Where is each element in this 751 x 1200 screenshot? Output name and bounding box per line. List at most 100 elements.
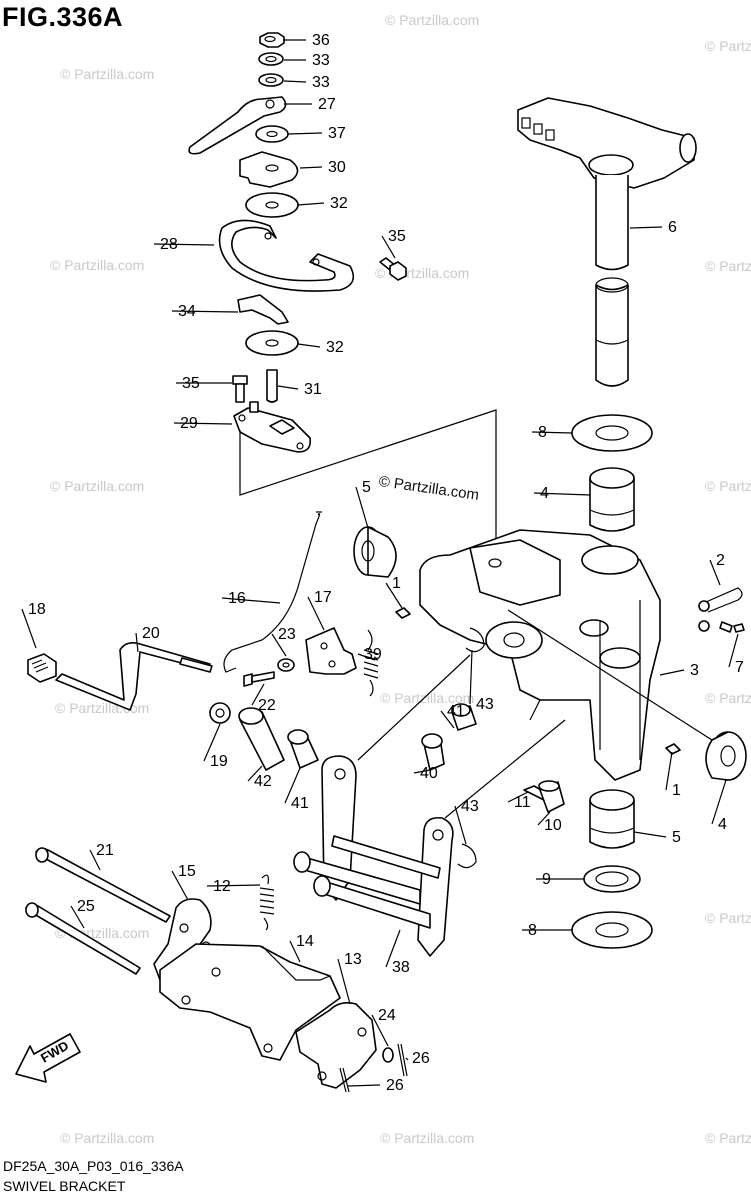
steering-bracket-6: [517, 97, 697, 387]
callout-leader: [299, 166, 323, 169]
knob-18: [27, 653, 57, 683]
callout-leader: [665, 751, 673, 791]
washer-32b: [245, 330, 299, 356]
washer-2b: [698, 620, 710, 632]
callout-29: 29: [180, 415, 198, 432]
washer-8b: [571, 911, 653, 949]
bushing-41b: [451, 703, 477, 731]
callout-22: 22: [258, 697, 276, 714]
bracket-17: [305, 627, 357, 675]
bushing-42: [238, 707, 285, 771]
pin-31: [266, 369, 278, 403]
callout-16: 16: [228, 590, 246, 607]
callout-leader: [70, 905, 85, 929]
callout-31: 31: [304, 381, 322, 398]
callout-leader: [203, 723, 221, 762]
bolt-35: [379, 257, 407, 281]
watermark: © Partzilla.com: [50, 257, 145, 273]
callout-35: 35: [182, 375, 200, 392]
callout-5: 5: [362, 479, 371, 496]
nut-36: [259, 32, 285, 48]
callout-10: 10: [544, 817, 562, 834]
callout-13: 13: [344, 951, 362, 968]
bushing-4: [353, 526, 397, 578]
callout-leader: [277, 385, 299, 390]
watermark: © Partzilla.com: [60, 66, 155, 82]
callout-leader: [507, 791, 529, 803]
callout-leader: [711, 779, 727, 825]
callout-33: 33: [312, 52, 330, 69]
ring-43b: [457, 843, 477, 869]
callout-7: 7: [735, 659, 744, 676]
callout-leader: [307, 596, 325, 631]
callout-27: 27: [318, 96, 336, 113]
callout-leader: [531, 431, 573, 434]
callout-2: 2: [716, 552, 725, 569]
callout-leader: [381, 235, 396, 259]
callout-leader: [533, 492, 591, 496]
spring-39: [363, 629, 379, 697]
callout-25: 25: [77, 898, 95, 915]
bushing-4b: [705, 731, 747, 781]
watermark: © Partzilla.com: [705, 258, 751, 274]
callout-35: 35: [388, 228, 406, 245]
callout-leader: [629, 226, 663, 229]
callout-38: 38: [392, 959, 410, 976]
washer-8: [571, 414, 653, 452]
figure-title: FIG.336A: [2, 2, 124, 32]
bolt-35b: [232, 375, 248, 403]
washer-24: [382, 1047, 394, 1063]
bushing-41: [287, 729, 319, 769]
watermark: © Partzilla.com: [705, 478, 751, 494]
washer-37: [255, 125, 289, 143]
watermark: © Partzilla.com: [705, 1130, 751, 1146]
callout-leader: [171, 310, 239, 313]
callout-leader: [297, 202, 325, 206]
callout-30: 30: [328, 159, 346, 176]
watermark: © Partzilla.com: [705, 690, 751, 706]
callout-leader: [385, 582, 403, 609]
callout-leader: [21, 608, 37, 649]
bolt-7: [719, 621, 745, 633]
bushing-5: [589, 467, 635, 532]
callout-leader: [728, 633, 739, 668]
callout-4: 4: [540, 485, 549, 502]
callout-8: 8: [528, 922, 537, 939]
callout-5: 5: [672, 829, 681, 846]
callout-leader: [89, 849, 101, 871]
callout-17: 17: [314, 589, 332, 606]
callout-39: 39: [364, 646, 382, 663]
collar-23: [277, 658, 295, 672]
callout-33: 33: [312, 74, 330, 91]
callout-1: 1: [672, 782, 681, 799]
callout-leader: [173, 422, 233, 425]
rod-16: [223, 511, 322, 673]
washer-33: [258, 52, 284, 66]
callout-leader: [385, 929, 401, 968]
callout-leader: [206, 884, 261, 887]
callout-11: 11: [514, 794, 531, 811]
swivel-bracket-3: [419, 529, 661, 781]
callout-8: 8: [538, 424, 547, 441]
callout-leader: [537, 811, 551, 826]
callout-34: 34: [178, 303, 196, 320]
spring-plate-34: [237, 294, 289, 325]
figure-code: DF25A_30A_P03_016_336A: [3, 1158, 184, 1174]
callout-41: 41: [291, 795, 309, 812]
callout-leader: [287, 132, 323, 135]
plate-29: [233, 401, 312, 453]
callout-leader: [289, 940, 301, 963]
callout-26: 26: [386, 1077, 404, 1094]
callout-leader: [371, 1014, 389, 1047]
clamp-bracket-14: [159, 943, 341, 1061]
callout-42: 42: [254, 773, 272, 790]
plate-30: [239, 151, 299, 188]
grease-nipple-1: [395, 607, 411, 619]
spring-12: [259, 874, 275, 931]
callout-18: 18: [28, 601, 46, 618]
lever-27: [188, 96, 287, 155]
callout-leader: [355, 486, 369, 529]
